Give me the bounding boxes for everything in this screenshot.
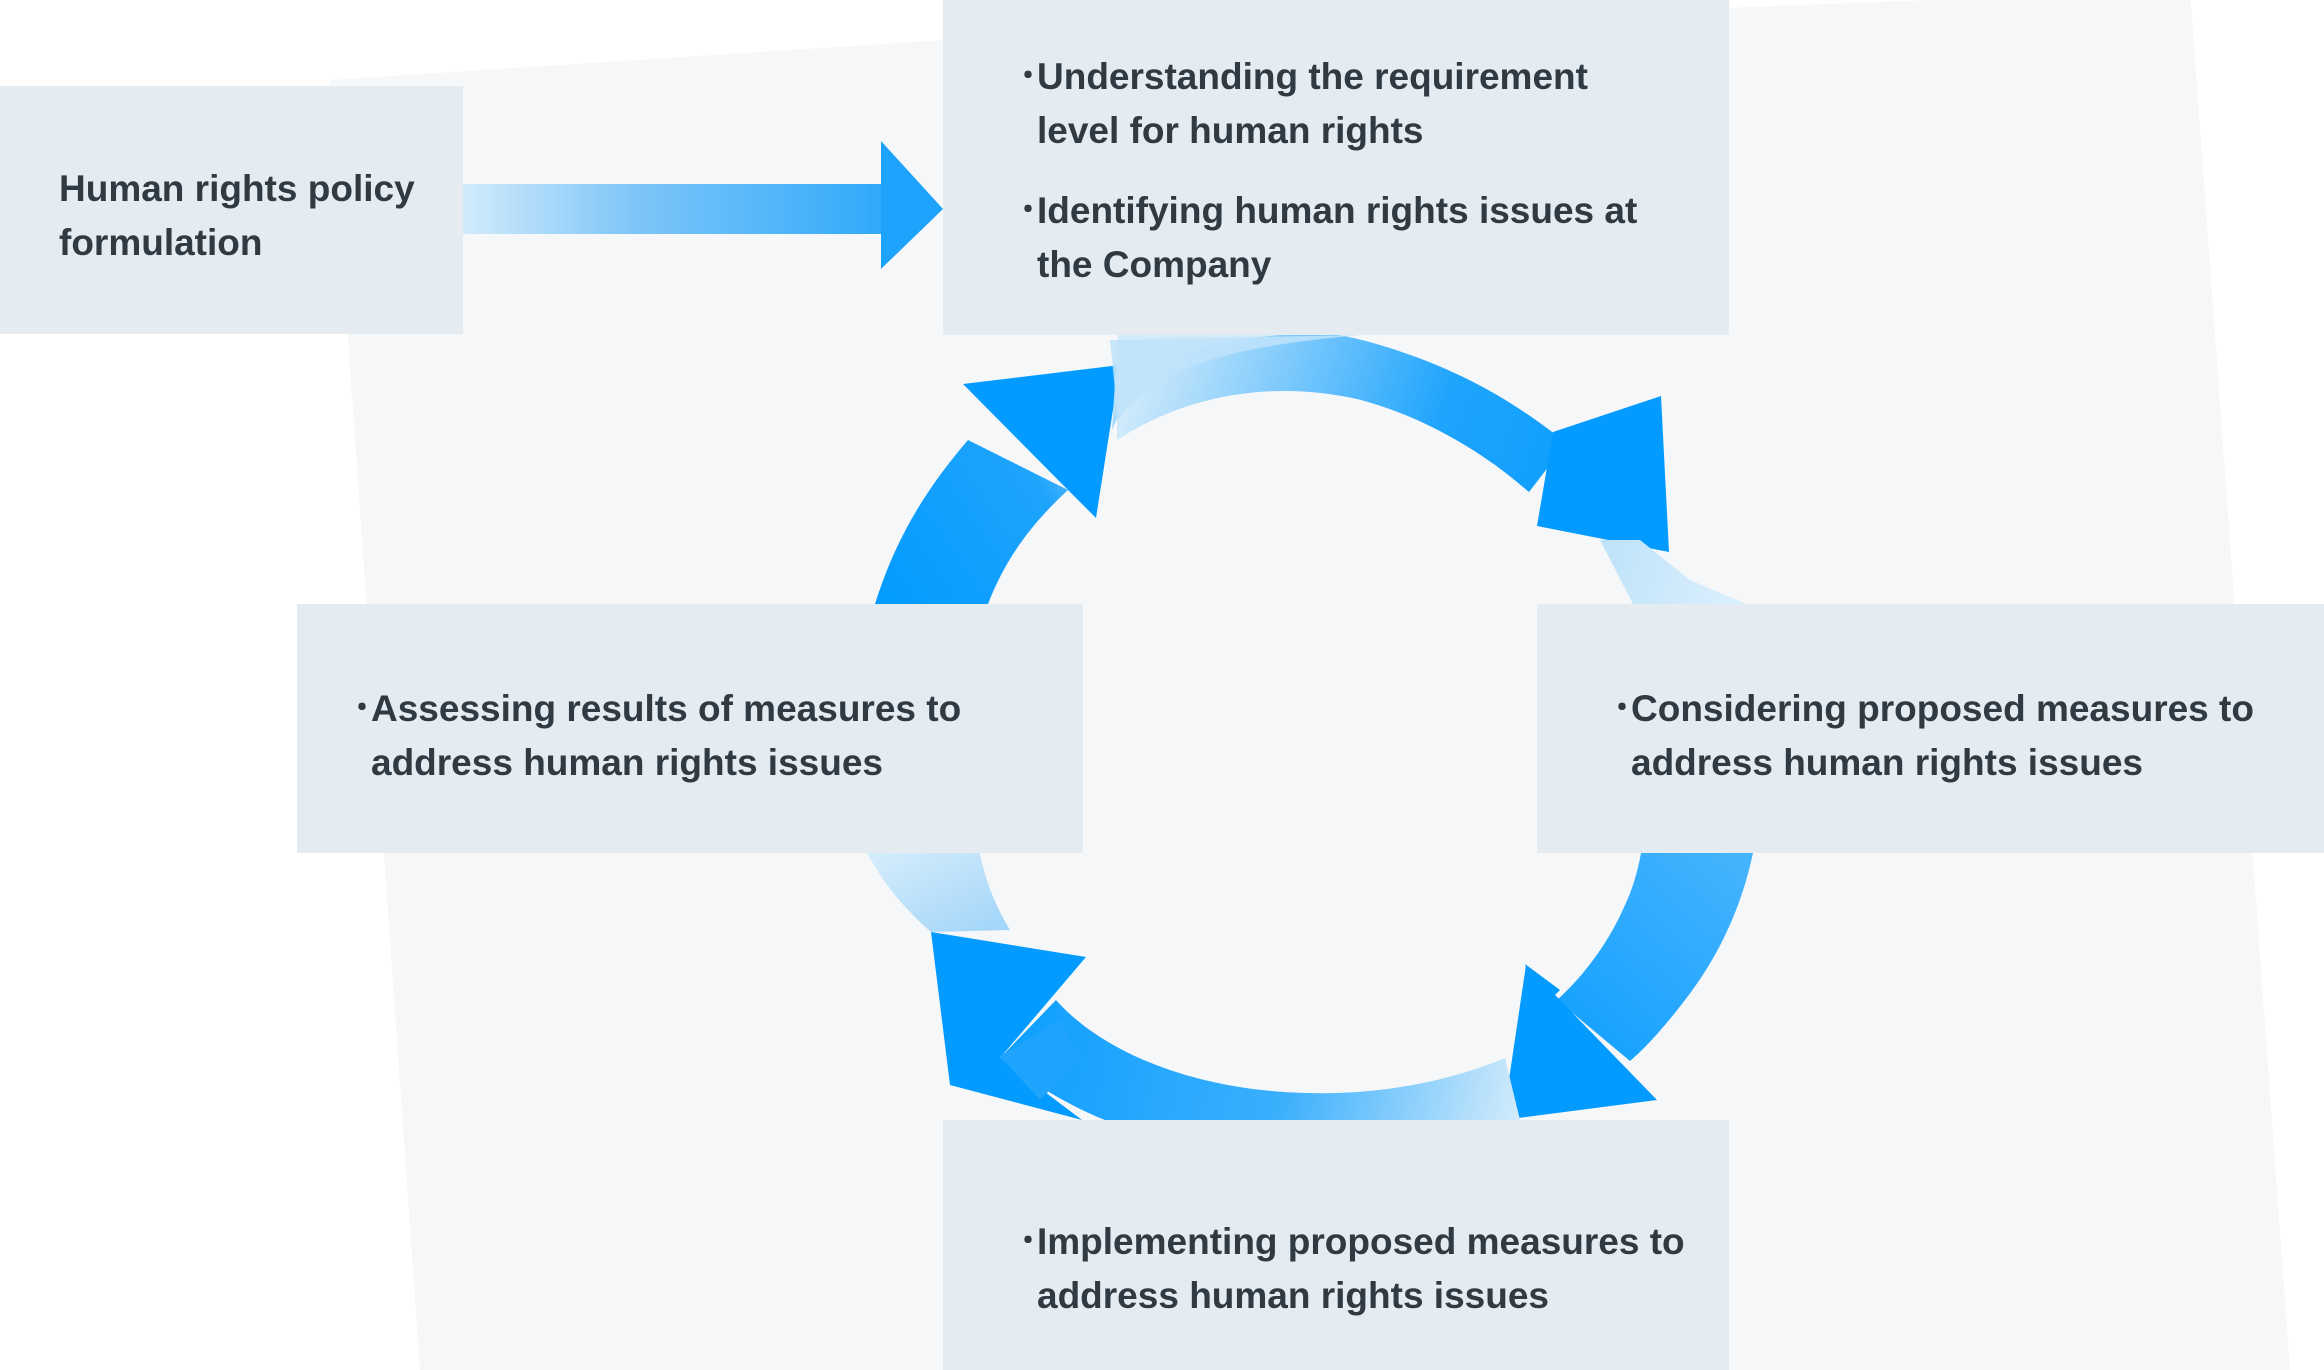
policy-title: Human rights policy formulation (59, 168, 415, 263)
analysis-box: ・ Understanding the requirement level fo… (943, 0, 1729, 335)
implementation-box: ・ Implementing proposed measures to addr… (943, 1120, 1729, 1370)
policy-to-analysis-arrow (463, 141, 943, 269)
list-item: ・ Assessing results of measures to addre… (347, 682, 1033, 790)
cycle-arrow-top-left (875, 335, 1360, 604)
analysis-item-text: Understanding the requirement level for … (1037, 56, 1588, 151)
consideration-item-text: Considering proposed measures to address… (1631, 688, 2254, 783)
cycle-arrow-bottom-left (867, 853, 1520, 1120)
bullet-icon: ・ (1013, 1225, 1043, 1258)
implementation-list: ・ Implementing proposed measures to addr… (1013, 1215, 1699, 1323)
consideration-box: ・ Considering proposed measures to addre… (1537, 604, 2324, 853)
list-item: ・ Understanding the requirement level fo… (1013, 50, 1669, 158)
implementation-item-text: Implementing proposed measures to addres… (1037, 1221, 1685, 1316)
bullet-icon: ・ (1607, 692, 1637, 725)
list-item: ・ Implementing proposed measures to addr… (1013, 1215, 1699, 1323)
assessment-item-text: Assessing results of measures to address… (371, 688, 962, 783)
bullet-icon: ・ (1013, 194, 1043, 227)
cycle-arrow-top-right (1117, 327, 1746, 604)
analysis-item-text: Identifying human rights issues at the C… (1037, 190, 1638, 285)
bullet-icon: ・ (347, 692, 377, 725)
background-panel (330, 0, 2290, 1370)
consideration-list: ・ Considering proposed measures to addre… (1607, 682, 2294, 790)
assessment-box: ・ Assessing results of measures to addre… (297, 604, 1083, 853)
bullet-icon: ・ (1013, 60, 1043, 93)
analysis-list: ・ Understanding the requirement level fo… (1013, 50, 1669, 292)
list-item: ・ Identifying human rights issues at the… (1013, 184, 1669, 292)
cycle-arrow-bottom-right (1503, 853, 1753, 1120)
assessment-list: ・ Assessing results of measures to addre… (347, 682, 1033, 790)
list-item: ・ Considering proposed measures to addre… (1607, 682, 2294, 790)
policy-box: Human rights policy formulation (0, 86, 463, 334)
